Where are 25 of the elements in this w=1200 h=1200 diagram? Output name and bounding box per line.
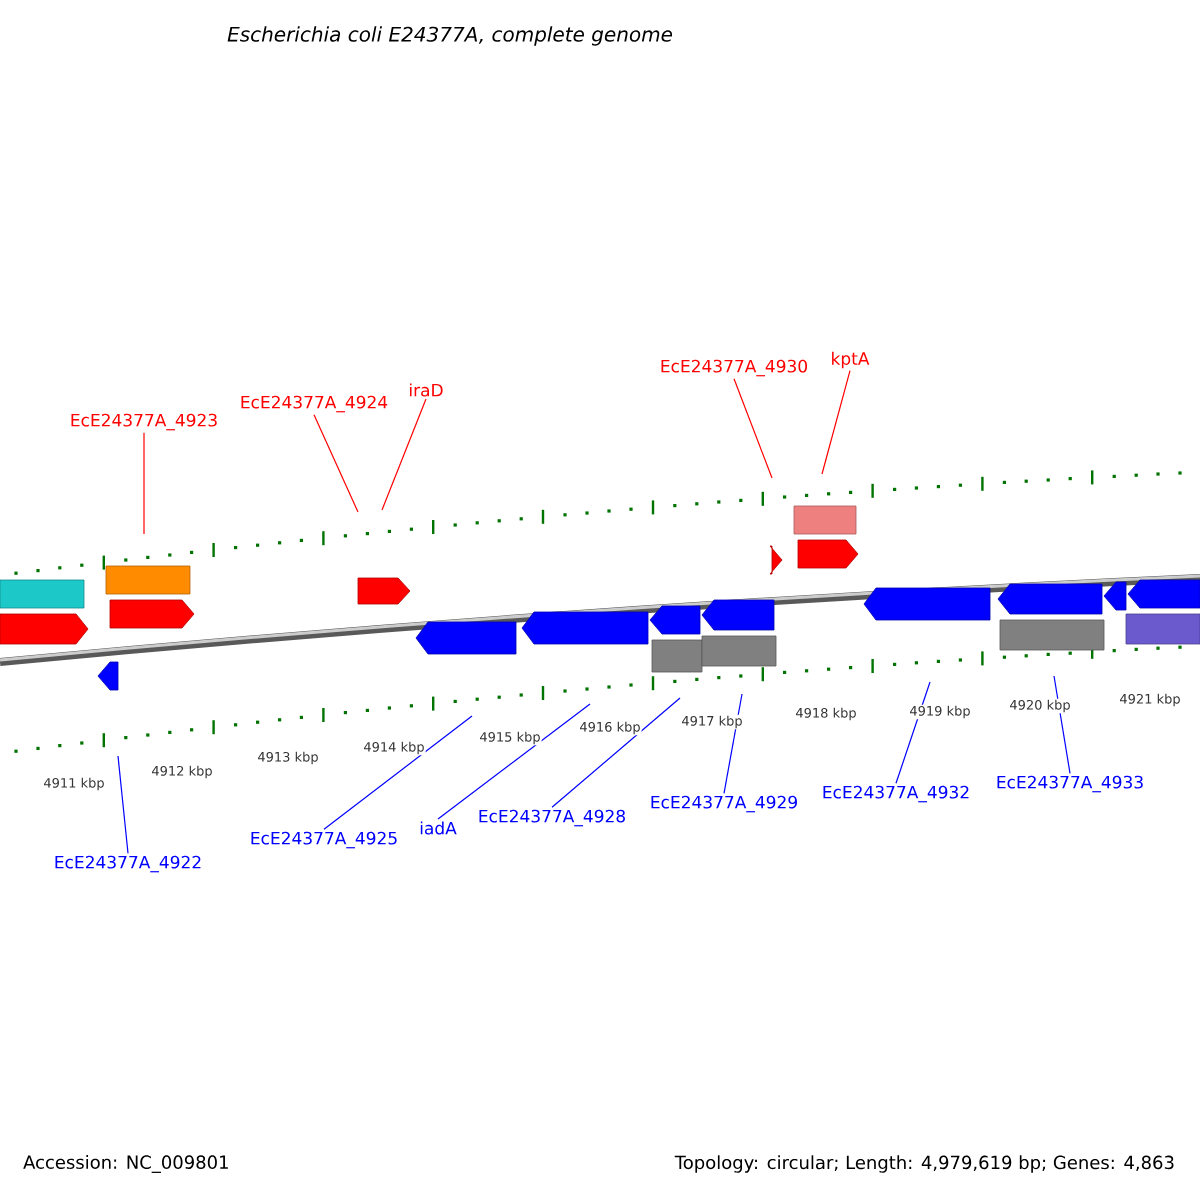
gene-label: kptA (832, 351, 870, 369)
leader-line (1053, 675, 1071, 774)
gene-label: EcE24377A_4922 (55, 855, 201, 873)
gene-label: EcE24377A_4925 (251, 831, 397, 849)
gene-label: iraD (410, 383, 443, 397)
footer-text: Accession: NC_009801 (23, 1155, 228, 1173)
gene-label: iadA (420, 821, 457, 835)
gene-label: EcE24377A_4928 (479, 809, 625, 827)
leader-line (733, 378, 773, 479)
leader-line (437, 703, 591, 820)
gene-label: EcE24377A_4923 (71, 413, 217, 431)
gene-label: EcE24377A_4924 (241, 395, 388, 413)
leader-line (313, 414, 359, 513)
leader-line (821, 370, 851, 475)
gene-label: EcE24377A_4933 (997, 775, 1143, 793)
footer-text: Topology: circular; Length: 4,979,619 bp; Genes: 4,863 (674, 1155, 1174, 1173)
title: Escherichia coli E24377A, complete genome (227, 26, 673, 46)
leader-line (117, 755, 129, 854)
leader-line (323, 715, 473, 830)
gene-label: EcE24377A_4932 (823, 785, 969, 803)
leader-line (143, 432, 145, 535)
gene-label: EcE24377A_4929 (651, 795, 797, 813)
gene-label: EcE24377A_4930 (661, 359, 807, 377)
leader-line (551, 697, 681, 808)
leader-line (381, 398, 427, 511)
